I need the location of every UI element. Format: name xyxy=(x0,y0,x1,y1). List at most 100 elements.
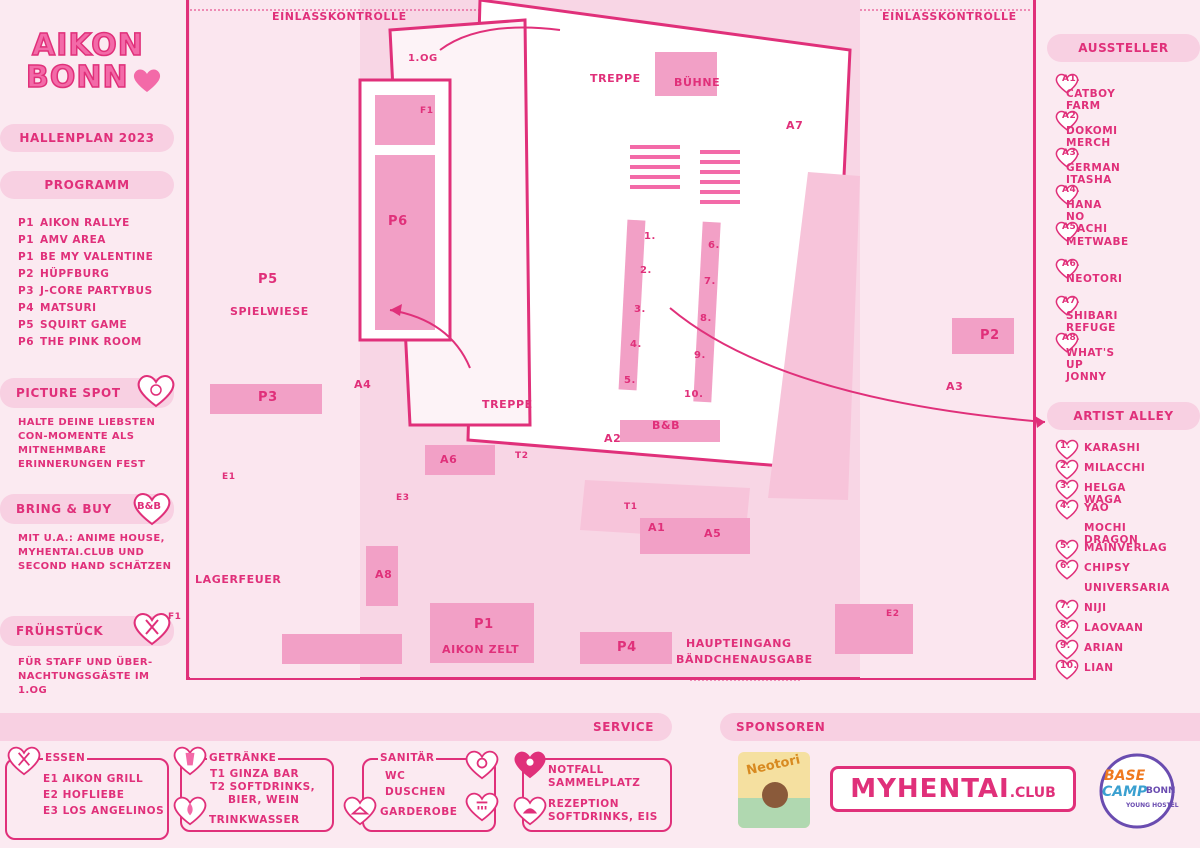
heart-icon xyxy=(1055,147,1079,168)
list-item-code: A4. xyxy=(1062,185,1081,195)
haupteingang-label: HAUPTEINGANG xyxy=(686,637,792,650)
heart-icon xyxy=(1055,295,1079,316)
list-item-label: MILACCHI xyxy=(1084,462,1146,474)
aa-num-2: 2. xyxy=(640,265,652,276)
list-item-code: A5. xyxy=(1062,222,1081,232)
getraenke-item: BIER, WEIN xyxy=(228,794,300,806)
sanitaer-title: SANITÄR xyxy=(378,752,437,764)
list-item-label: LAOVAAN xyxy=(1084,622,1144,634)
toilet-paper-icon xyxy=(465,750,499,780)
list-item-code: A6. xyxy=(1062,259,1081,269)
list-item-label: WHAT'S UP JONNY xyxy=(1066,347,1115,383)
basecamp-line4: YOUNG HOSTEL xyxy=(1126,802,1179,809)
list-item-label: YAO xyxy=(1084,502,1110,514)
heart-icon xyxy=(1055,332,1079,353)
bring-buy-text: MIT U.A.: ANIME HOUSE, MYHENTAI.CLUB UND… xyxy=(18,533,172,572)
essen-item: E3 LOS ANGELINOS xyxy=(43,805,165,817)
aikon-zelt-label: AIKON ZELT xyxy=(442,643,520,656)
a5-label: A5 xyxy=(704,527,722,540)
hanger-icon xyxy=(343,796,377,826)
heart-icon xyxy=(1055,619,1079,640)
water-drop-icon xyxy=(173,796,207,826)
einlass-right: EINLASSKONTROLLE xyxy=(882,10,1017,23)
basecamp-line2: CAMP xyxy=(1102,784,1148,800)
p4-label: P4 xyxy=(617,640,637,655)
list-item-code: 4. xyxy=(1060,501,1071,511)
heart-icon xyxy=(1055,459,1079,480)
notfall-line: SAMMELPLATZ xyxy=(548,777,641,789)
heart-icon xyxy=(1055,258,1079,279)
basecamp-logo[interactable]: BASE CAMP BONN YOUNG HOSTEL xyxy=(1094,752,1180,830)
getraenke-item: T2 SOFTDRINKS, xyxy=(210,781,316,793)
list-item-code: 10. xyxy=(1060,661,1078,671)
list-item-code: A3. xyxy=(1062,148,1081,158)
sponsoren-title: SPONSOREN xyxy=(736,720,826,734)
heart-icon xyxy=(1055,659,1079,680)
reception-bell-icon xyxy=(513,796,547,826)
notfall-line: NOTFALL xyxy=(548,764,604,776)
treppe-bottom: TREPPE xyxy=(482,398,533,411)
fork-knife-heart-icon xyxy=(133,613,171,646)
heart-icon xyxy=(1055,599,1079,620)
fruehstueck-label: FRÜHSTÜCK xyxy=(16,624,104,638)
aa-num-3: 3. xyxy=(634,304,646,315)
list-item-code: A2 xyxy=(1062,111,1077,121)
garderobe-label: GARDEROBE xyxy=(378,806,460,818)
aussteller-title: AUSSTELLER xyxy=(1047,34,1200,62)
list-item-label: METWABE xyxy=(1066,236,1129,248)
sanitaer-list: WC DUSCHEN xyxy=(385,768,446,800)
a6-label: A6 xyxy=(440,453,458,466)
list-item-code: A8. xyxy=(1062,333,1081,343)
list-item-code: 2. xyxy=(1060,461,1071,471)
list-item-code: 5. xyxy=(1060,541,1071,551)
list-item-label: GERMAN ITASHA xyxy=(1066,162,1121,186)
programm-title: PROGRAMM xyxy=(0,171,174,199)
heart-icon xyxy=(1055,439,1079,460)
essen-item: E2 HOFLIEBE xyxy=(43,789,125,801)
notfall-box xyxy=(522,758,672,832)
list-item-code: 7. xyxy=(1060,601,1071,611)
heart-icon xyxy=(1055,559,1079,580)
list-item-code: A7. xyxy=(1062,296,1081,306)
essen-title: ESSEN xyxy=(43,752,88,764)
bb-label: B&B xyxy=(652,419,681,432)
heart-icon xyxy=(1055,110,1079,131)
basecamp-line1: BASE xyxy=(1104,768,1146,784)
p3-label: P3 xyxy=(258,390,278,405)
artist-alley-title: ARTIST ALLEY xyxy=(1047,402,1200,430)
myhentai-logo[interactable]: MYHENTAI .CLUB xyxy=(830,766,1076,812)
neotori-text: Neotori xyxy=(745,752,802,779)
getraenke-list: T1 GINZA BAR T2 SOFTDRINKS, BIER, WEIN xyxy=(210,768,315,807)
list-item-label: CHIPSY xyxy=(1084,562,1131,574)
bb-badge-label: B&B xyxy=(137,501,161,512)
list-item-label: DOKOMI MERCH xyxy=(1066,125,1118,149)
treppe-top: TREPPE xyxy=(590,72,641,85)
e2-label: E2 xyxy=(886,609,900,619)
logo: AIKON BONN xyxy=(14,22,164,102)
aa-num-8: 8. xyxy=(700,313,712,324)
picture-spot-label: PICTURE SPOT xyxy=(16,386,121,400)
essen-list: E1 AIKON GRILL E2 HOFLIEBE E3 LOS ANGELI… xyxy=(43,771,164,819)
fruehstueck-badge: F1 xyxy=(168,612,182,622)
shower-icon xyxy=(465,792,499,822)
a3-label: A3 xyxy=(946,380,964,393)
list-item-code: 3. xyxy=(1060,481,1071,491)
a2-label: A2 xyxy=(604,432,622,445)
t2-label: T2 xyxy=(515,451,529,461)
aa-num-9: 9. xyxy=(694,350,706,361)
neotori-logo[interactable]: Neotori xyxy=(738,752,810,828)
aa-num-7: 7. xyxy=(704,276,716,287)
list-item-label: MOCHI DRAGON xyxy=(1084,522,1139,546)
getraenke-item: T1 GINZA BAR xyxy=(210,768,300,780)
service-header: SERVICE xyxy=(0,713,672,741)
list-item-code: 9. xyxy=(1060,641,1071,651)
a1-label: A1 xyxy=(648,521,666,534)
